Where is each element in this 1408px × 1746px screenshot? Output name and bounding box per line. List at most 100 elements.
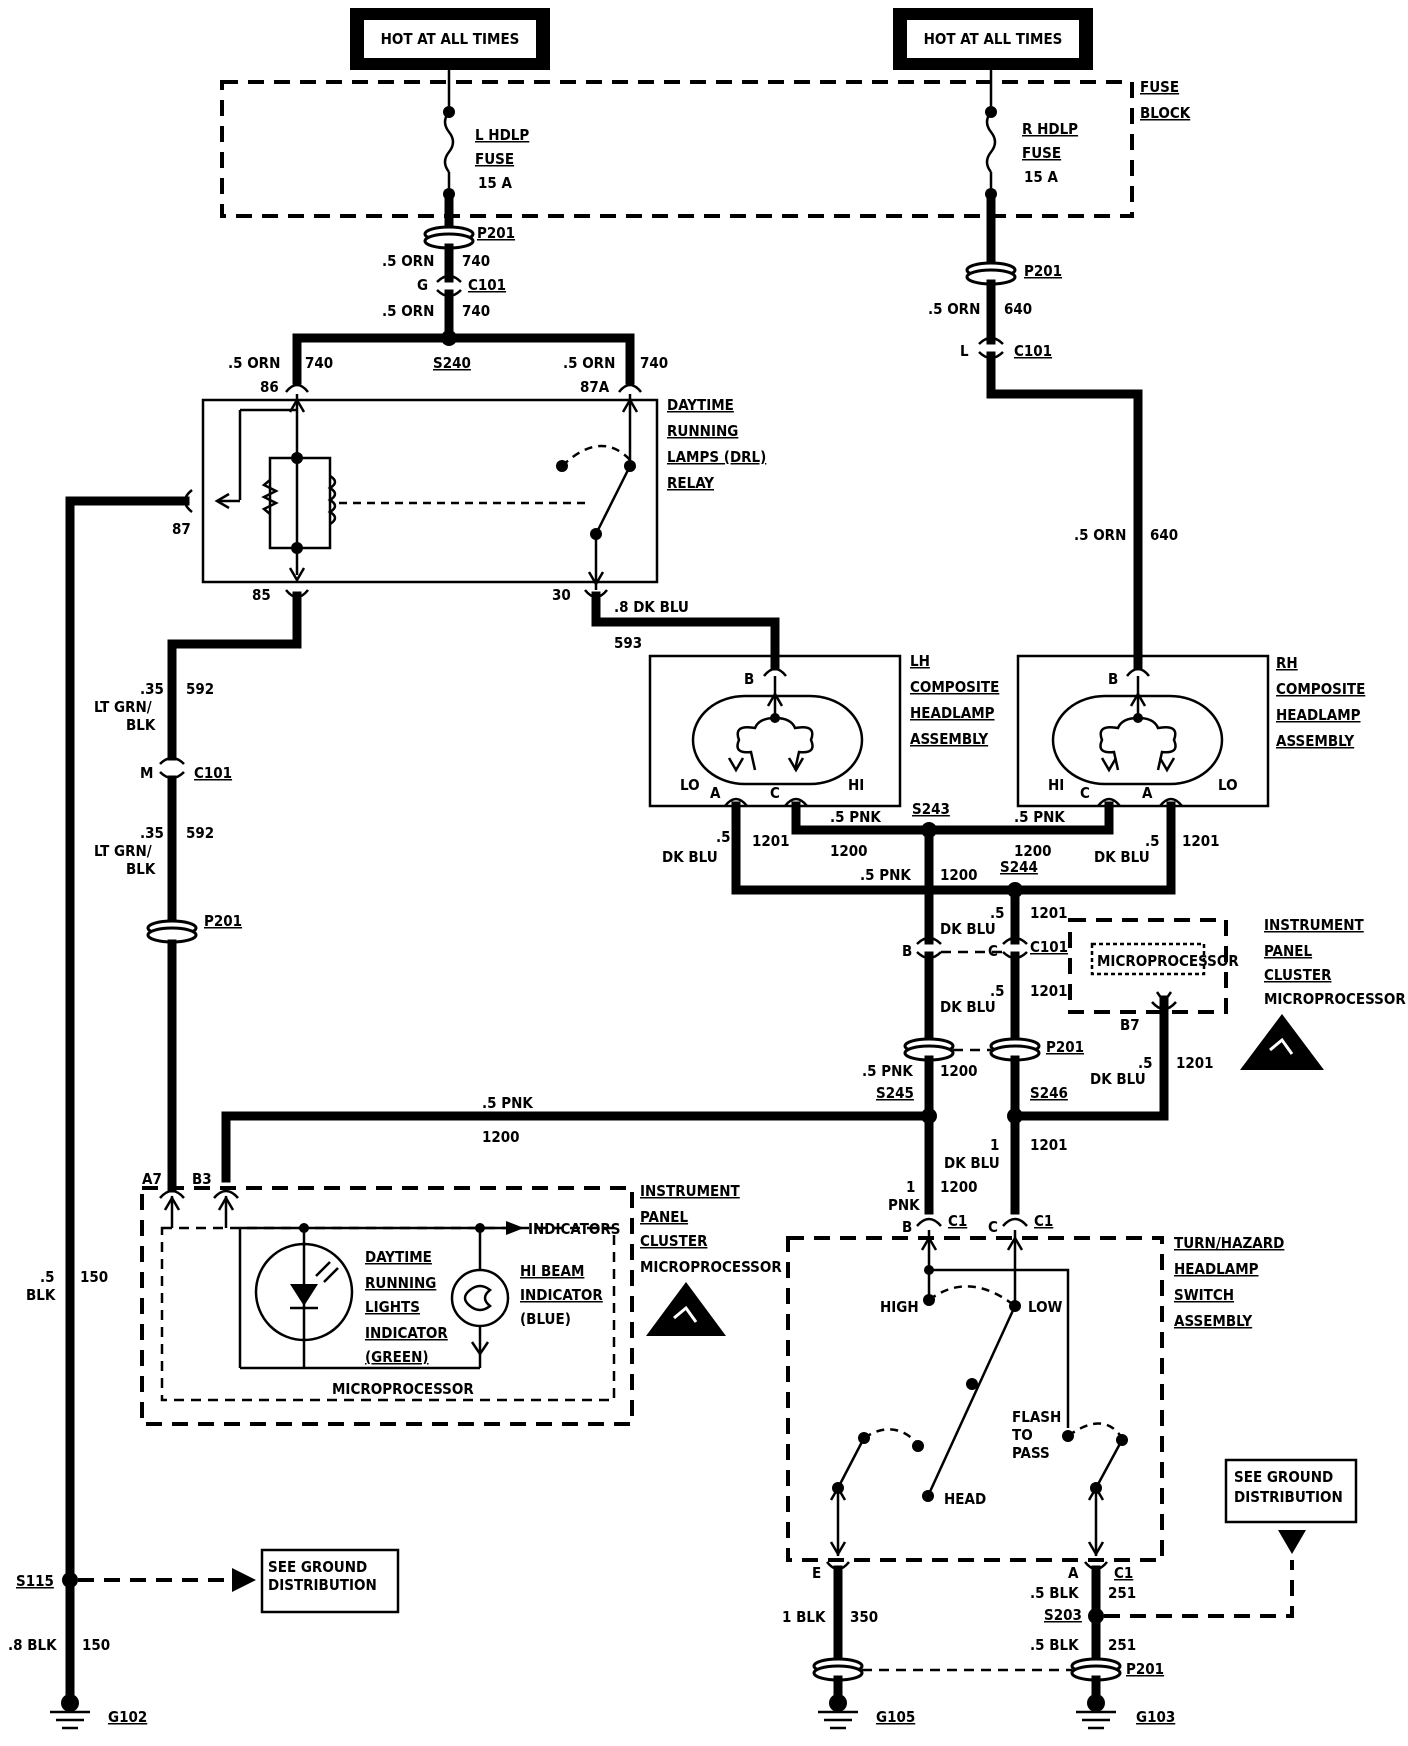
wire-label: 1201	[1030, 904, 1068, 922]
wire-label: .8 BLK	[8, 1636, 57, 1654]
ipc-left: A7 B3 INDICATORS DAYTIME RUNNING LIGHTS …	[140, 1170, 782, 1426]
l-fuse-label-2: FUSE	[475, 150, 514, 168]
s203-label: S203	[1044, 1606, 1082, 1624]
l-fuse-label-1: L HDLP	[475, 126, 529, 144]
c101-pin-c: C	[988, 942, 998, 960]
wire-label: 1200	[940, 866, 978, 884]
switch-c1-b: C1	[948, 1212, 967, 1230]
wire-label: 350	[850, 1608, 878, 1626]
pin-b3: B3	[192, 1170, 212, 1188]
hibeam-label-2: INDICATOR	[520, 1286, 603, 1304]
lh-label-2: COMPOSITE	[910, 678, 999, 696]
rh-headlamp: B HI LO C A RH COMPOSITE HEADLAMP ASSEMB…	[1016, 654, 1365, 808]
drl-indicator-label-3: LIGHTS	[365, 1298, 420, 1316]
wire-label: DK BLU	[1090, 1070, 1146, 1088]
lh-label-1: LH	[910, 652, 930, 670]
s245-label: S245	[876, 1084, 914, 1102]
p201-label-251: P201	[1126, 1660, 1164, 1678]
switch-flash-2: TO	[1012, 1426, 1033, 1444]
wire-label: 1200	[482, 1128, 520, 1146]
pin-87a: 87A	[580, 378, 610, 396]
hot-box-left: HOT AT ALL TIMES	[350, 8, 550, 70]
ipc-right-inner-label: MICROPROCESSOR	[1097, 952, 1239, 970]
drl-indicator-label-5: (GREEN)	[365, 1348, 429, 1366]
switch-c1-a: C1	[1114, 1564, 1133, 1582]
ground-dist-right-box: SEE GROUND DISTRIBUTION	[1224, 1458, 1358, 1524]
ipc-left-label-4: MICROPROCESSOR	[640, 1258, 782, 1276]
wire-label: 740	[462, 252, 490, 270]
ground-dist-left-1: SEE GROUND	[268, 1558, 367, 1576]
wire-251: .5 BLK 251 S203 .5 BLK 251 P201 G103	[1030, 1530, 1306, 1730]
p201-label-640: P201	[1024, 262, 1062, 280]
switch-label-1: TURN/HAZARD	[1174, 1234, 1284, 1252]
g105-label: G105	[876, 1708, 915, 1726]
rh-label-3: HEADLAMP	[1276, 706, 1361, 724]
c101-label-m: C101	[194, 764, 232, 782]
switch-pin-b: B	[902, 1218, 912, 1236]
wire-label: .5 BLK	[1030, 1584, 1079, 1602]
wire-label: 1201	[1176, 1054, 1214, 1072]
r-fuse-label-3: 15 A	[1024, 168, 1058, 186]
drl-relay-label-1: DAYTIME	[667, 396, 734, 414]
esd-warning-icon	[646, 1282, 726, 1336]
p201-label-1: P201	[477, 224, 515, 242]
s244-label: S244	[1000, 858, 1038, 876]
wire-label: DK BLU	[940, 998, 996, 1016]
p201-label-1200: P201	[1046, 1038, 1084, 1056]
r-fuse-label-2: FUSE	[1022, 144, 1061, 162]
fuse-block-label-1: FUSE	[1140, 78, 1179, 96]
wire-label: .5 BLK	[1030, 1636, 1079, 1654]
wire-label: 1200	[940, 1062, 978, 1080]
ground-dist-right-1: SEE GROUND	[1234, 1468, 1333, 1486]
drl-relay-label-3: LAMPS (DRL)	[667, 448, 766, 466]
wire-label: 1200	[830, 842, 868, 860]
rh-label-4: ASSEMBLY	[1276, 732, 1354, 750]
wire-label: .5 ORN	[1074, 526, 1126, 544]
drl-relay-label-2: RUNNING	[667, 422, 738, 440]
ground-dist-left-box: SEE GROUND DISTRIBUTION	[260, 1548, 400, 1614]
wire-label: .5 ORN	[228, 354, 280, 372]
wire-350: 1 BLK 350 G105	[782, 1565, 1072, 1730]
ipc-left-label-2: PANEL	[640, 1208, 688, 1226]
wire-label: DK BLU	[944, 1154, 1000, 1172]
l-fuse-label-3: 15 A	[478, 174, 512, 192]
wire-label: .5	[990, 982, 1005, 1000]
hot-box-right: HOT AT ALL TIMES	[893, 8, 1093, 70]
wire-label: 1200	[940, 1178, 978, 1196]
wire-label: BLK	[26, 1286, 56, 1304]
c101-label-1: C101	[468, 276, 506, 294]
ipc-left-label-3: CLUSTER	[640, 1232, 708, 1250]
wire-label: .8 DK BLU	[614, 598, 689, 616]
switch-flash-3: PASS	[1012, 1444, 1050, 1462]
wire-label: 251	[1108, 1636, 1136, 1654]
wire-label: .5	[990, 904, 1005, 922]
lh-hi: HI	[848, 776, 864, 794]
wire-label: .5 ORN	[563, 354, 615, 372]
drl-indicator-label-2: RUNNING	[365, 1274, 436, 1292]
wire-label: .35	[140, 824, 164, 842]
ipc-right-label-2: PANEL	[1264, 942, 1312, 960]
wire-640: P201 .5 ORN 640 L C101 .5 ORN 640	[928, 189, 1178, 671]
pin-86: 86	[260, 378, 279, 396]
switch-label-4: ASSEMBLY	[1174, 1312, 1252, 1330]
r-fuse-label-1: R HDLP	[1022, 120, 1078, 138]
rh-label-2: COMPOSITE	[1276, 680, 1365, 698]
fuse-block-outline	[220, 80, 1134, 218]
wire-label: 640	[1004, 300, 1032, 318]
pin-30: 30	[552, 586, 571, 604]
switch-label-2: HEADLAMP	[1174, 1260, 1259, 1278]
wire-label: 1	[990, 1136, 999, 1154]
wire-label: .5	[40, 1268, 55, 1286]
wire-label: 1200	[1014, 842, 1052, 860]
wire-label: LT GRN/	[94, 842, 152, 860]
wire-label: 592	[186, 824, 214, 842]
wire-740: P201 .5 ORN 740 G C101 .5 ORN 740 S240 .…	[228, 189, 668, 396]
fuse-block-label-2: BLOCK	[1140, 104, 1191, 122]
switch-low: LOW	[1028, 1298, 1063, 1316]
ipc-right-label-4: MICROPROCESSOR	[1264, 990, 1406, 1008]
wire-label: 740	[640, 354, 668, 372]
ground-dist-left-2: DISTRIBUTION	[268, 1576, 377, 1594]
switch-pin-c: C	[988, 1218, 998, 1236]
pin-85: 85	[252, 586, 271, 604]
wire-label: .5 PNK	[1014, 808, 1065, 826]
